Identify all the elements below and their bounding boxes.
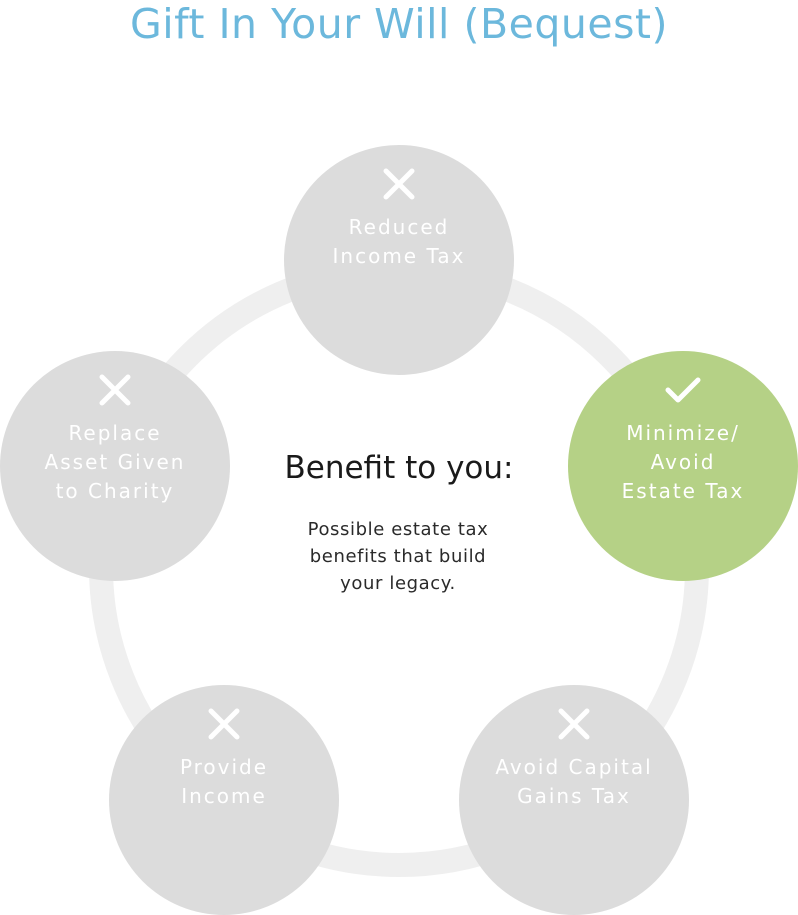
x-icon [0, 373, 230, 407]
benefit-provide-income: Provide Income [109, 685, 339, 915]
benefit-label-line: Income Tax [332, 244, 466, 268]
center-description-line: benefits that build [309, 546, 487, 567]
benefit-replace-asset-given-to-charity: Replace Asset Given to Charity [0, 351, 230, 581]
center-heading: Benefit to you: [284, 450, 514, 486]
benefit-label: Minimize/ Avoid Estate Tax [578, 419, 788, 506]
benefit-label-line: to Charity [55, 479, 175, 503]
benefit-avoid-capital-gains-tax: Avoid Capital Gains Tax [459, 685, 689, 915]
x-icon [459, 707, 689, 741]
benefit-label-line: Gains Tax [517, 784, 631, 808]
benefit-label-line: Replace [68, 421, 162, 445]
benefit-label: Replace Asset Given to Charity [10, 419, 220, 506]
benefit-label-line: Income [181, 784, 267, 808]
benefit-label-line: Asset Given [44, 450, 186, 474]
benefit-label-line: Avoid [650, 450, 716, 474]
center-description: Possible estate tax benefits that build … [248, 516, 548, 597]
benefit-label-line: Provide [179, 755, 269, 779]
benefit-label: Avoid Capital Gains Tax [469, 753, 679, 811]
benefit-label: Provide Income [119, 753, 329, 811]
benefit-label-line: Avoid Capital [495, 755, 653, 779]
center-description-line: Possible estate tax [307, 519, 489, 540]
benefit-reduced-income-tax: Reduced Income Tax [284, 145, 514, 375]
benefit-label-line: Minimize/ [626, 421, 740, 445]
x-icon [109, 707, 339, 741]
x-icon [284, 167, 514, 201]
benefit-label: Reduced Income Tax [294, 213, 504, 271]
benefit-minimize-avoid-estate-tax: Minimize/ Avoid Estate Tax [568, 351, 798, 581]
center-description-line: your legacy. [340, 573, 456, 594]
check-icon [568, 373, 798, 407]
benefit-label-line: Estate Tax [621, 479, 745, 503]
page-title: Gift In Your Will (Bequest) [129, 0, 668, 48]
benefit-label-line: Reduced [348, 215, 450, 239]
